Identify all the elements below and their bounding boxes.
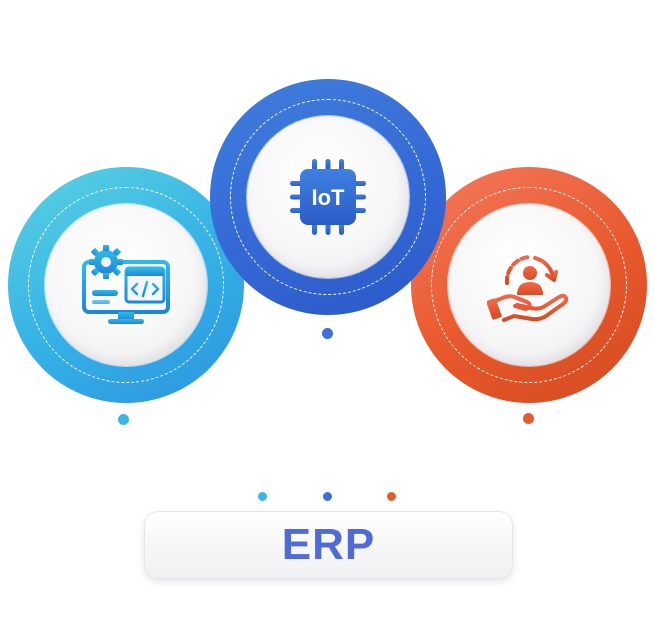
software-node bbox=[8, 167, 244, 403]
customer-node bbox=[411, 167, 647, 403]
erp-label: ERP bbox=[281, 520, 376, 569]
software-node-dot bbox=[118, 414, 129, 425]
iot-node: IoT bbox=[210, 79, 446, 315]
customer-node-dot bbox=[523, 413, 534, 424]
connector-dot-orange bbox=[387, 492, 396, 501]
iot-chip-icon: IoT bbox=[290, 159, 366, 235]
customer-node-dashed-circle bbox=[431, 187, 627, 383]
customer-node-core bbox=[448, 204, 610, 366]
connector-dot-blue bbox=[323, 492, 332, 501]
iot-node-dot bbox=[322, 328, 333, 339]
iot-chip-label: IoT bbox=[312, 185, 346, 210]
erp-label-box: ERP bbox=[144, 511, 513, 579]
customer-care-hand-icon bbox=[487, 255, 569, 322]
software-node-dashed-circle bbox=[28, 187, 224, 383]
iot-node-core: IoT bbox=[247, 116, 409, 278]
connector-dot-blue-light bbox=[258, 492, 267, 501]
computer-gear-code-icon bbox=[82, 245, 170, 324]
software-node-core bbox=[45, 204, 207, 366]
iot-node-dashed-circle bbox=[230, 99, 426, 295]
